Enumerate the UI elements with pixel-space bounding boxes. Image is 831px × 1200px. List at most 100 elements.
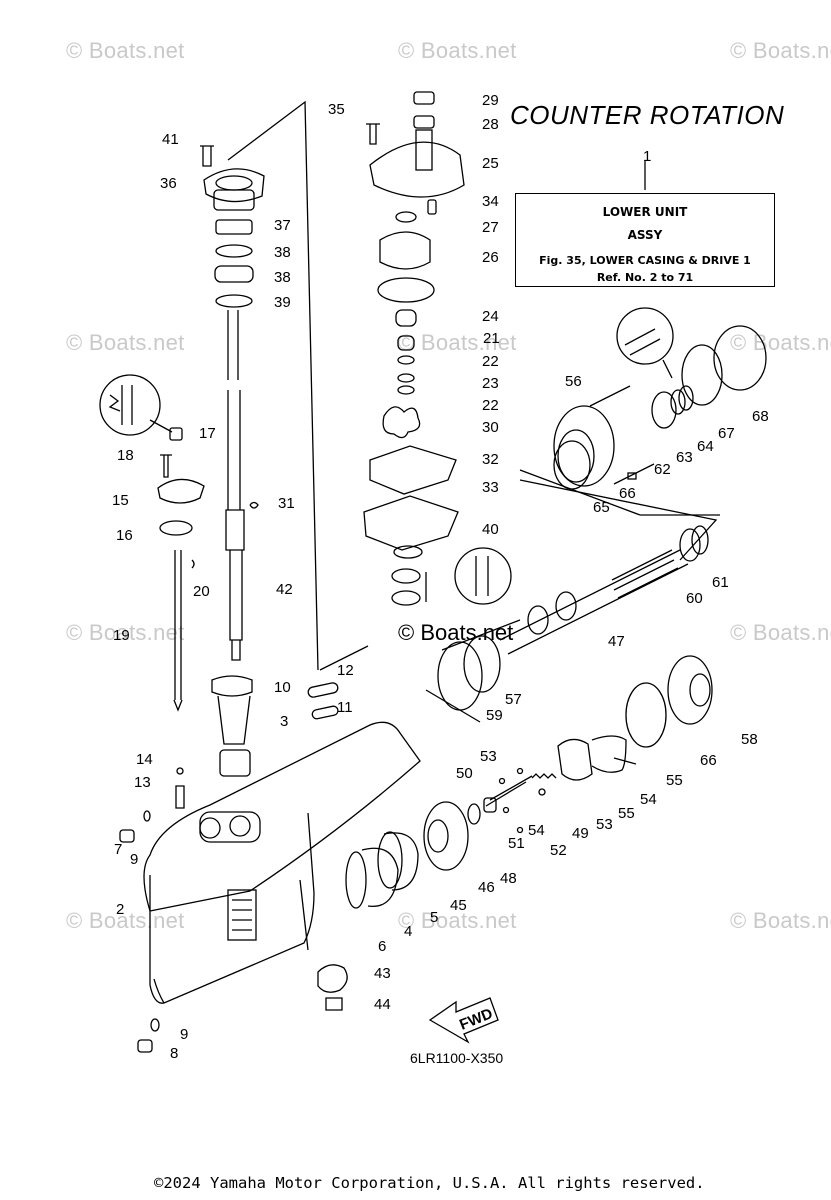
callout-8: 8	[170, 1045, 178, 1062]
callout-29: 29	[482, 92, 499, 109]
washer-63	[679, 528, 701, 562]
washer-66	[670, 389, 686, 415]
washer-22	[397, 355, 415, 365]
water-intake-grill	[227, 889, 257, 941]
callout-24: 24	[482, 308, 499, 325]
shim-68	[625, 682, 667, 748]
callout-25: 25	[482, 155, 499, 172]
callout-53: 53	[596, 816, 613, 833]
callout-35: 35	[328, 101, 345, 118]
assembly-line-4: Ref. No. 2 to 71	[596, 271, 694, 284]
callout-61: 61	[712, 574, 729, 591]
center-watermark: © Boats.net	[398, 620, 514, 645]
callout-63: 63	[676, 449, 693, 466]
callout-67: 67	[718, 425, 735, 442]
seal-21	[397, 335, 415, 351]
assembly-line-3: Fig. 35, LOWER CASING & DRIVE 1	[539, 254, 751, 267]
callout-53: 53	[480, 748, 497, 765]
callout-65: 65	[593, 499, 610, 516]
watermark: © Boats.net	[730, 620, 831, 645]
watermark: © Boats.net	[66, 330, 185, 355]
watermark: © Boats.net	[398, 38, 517, 63]
detail-inset-circle	[454, 547, 512, 605]
callout-51: 51	[508, 835, 525, 852]
callout-18: 18	[117, 447, 134, 464]
key-12	[307, 682, 339, 698]
callout-42: 42	[276, 581, 293, 598]
callout-69: 69	[0, 0, 17, 4]
watermark: © Boats.net	[398, 330, 517, 355]
carrier-59	[553, 405, 615, 487]
callout-21: 21	[483, 330, 500, 347]
cross-pin-56	[613, 757, 637, 765]
seal-38	[391, 568, 421, 584]
bearing-housing-62	[437, 641, 483, 711]
callout-10: 10	[274, 679, 291, 696]
dog-clutch-57	[557, 738, 593, 781]
propeller-shaft-50	[499, 549, 689, 655]
callout-39: 39	[274, 294, 291, 311]
spring-52	[531, 773, 557, 779]
callout-31: 31	[278, 495, 295, 512]
callout-38: 38	[274, 269, 291, 286]
seal-43	[393, 545, 423, 559]
callout-22: 22	[482, 397, 499, 414]
bolt-13	[175, 785, 185, 809]
bolt-18	[160, 454, 172, 478]
callout-16: 16	[116, 527, 133, 544]
o-ring-16	[159, 520, 193, 536]
seal-41	[214, 265, 254, 283]
callout-2: 2	[116, 901, 124, 918]
bearing-5	[383, 832, 419, 891]
o-ring-42	[215, 294, 253, 308]
callout-48: 48	[500, 870, 517, 887]
callout-43: 43	[374, 965, 391, 982]
o-ring-6	[345, 851, 367, 909]
reverse-gear-61	[667, 655, 713, 725]
detail-inset-circle	[616, 307, 674, 365]
callout-55: 55	[618, 805, 635, 822]
callout-17: 17	[199, 425, 216, 442]
callout-56: 56	[565, 373, 582, 390]
watermark: © Boats.net	[398, 908, 517, 933]
callout-44: 44	[374, 996, 391, 1013]
pinion-46	[317, 964, 348, 993]
callout-71: 71	[0, 0, 17, 4]
callout-23: 23	[482, 375, 499, 392]
nut-17	[169, 427, 183, 441]
nut-47	[325, 997, 343, 1011]
bearing-housing-37	[203, 168, 265, 203]
callout-54: 54	[640, 791, 657, 808]
callout-55: 55	[666, 772, 683, 789]
callout-54: 54	[528, 822, 545, 839]
callout-46: 46	[478, 879, 495, 896]
bearing-housing-4	[361, 847, 399, 907]
ring-nut-70	[681, 344, 723, 406]
assembly-line-2: ASSY	[627, 228, 663, 242]
forward-gear-48	[423, 801, 469, 871]
callout-49: 49	[572, 825, 589, 842]
ball-55	[516, 767, 524, 775]
callout-22: 22	[482, 353, 499, 370]
callout-59: 59	[486, 707, 503, 724]
callout-26: 26	[482, 249, 499, 266]
callout-9: 9	[180, 1026, 188, 1043]
shift-rod-bracket-15	[157, 478, 205, 504]
callout-47: 47	[608, 633, 625, 650]
ball-54	[538, 788, 546, 796]
plug-7	[119, 829, 135, 843]
gasket-9-lower	[150, 1018, 160, 1032]
callout-50: 50	[456, 765, 473, 782]
callout-7: 7	[114, 841, 122, 858]
bearing-65	[651, 391, 677, 429]
callout-36: 36	[160, 175, 177, 192]
pump-housing-25	[369, 141, 465, 198]
callout-57: 57	[505, 691, 522, 708]
drive-shaft-45	[227, 310, 241, 510]
gasket-33	[369, 445, 457, 495]
callout-1: 1	[643, 148, 651, 165]
bolt-36	[366, 123, 380, 145]
watermark: © Boats.net	[730, 330, 831, 355]
group-divider-line	[319, 645, 369, 671]
